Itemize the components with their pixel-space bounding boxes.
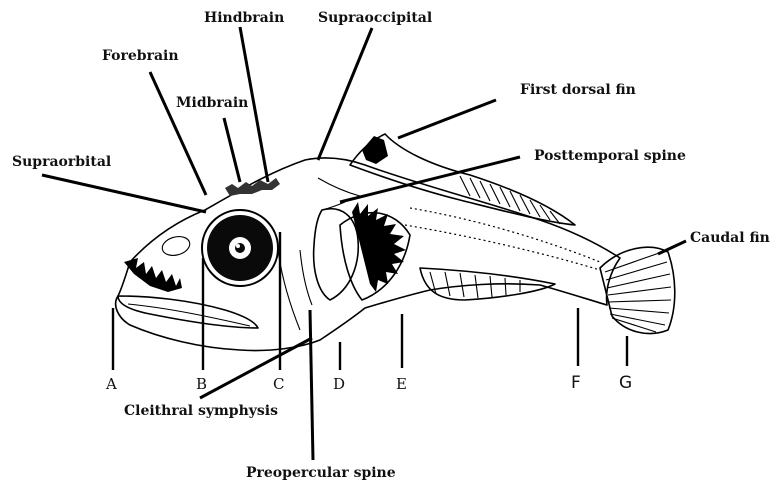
leader-first-dorsal-fin	[398, 100, 496, 138]
label-forebrain: Forebrain	[102, 48, 179, 64]
leader-cleithral-symphysis	[200, 338, 312, 398]
label-cleithral-symphysis: Cleithral symphysis	[124, 403, 278, 419]
pectoral-fin	[340, 202, 410, 300]
letter-g: G	[619, 373, 632, 393]
first-dorsal-fin-dark	[362, 136, 388, 164]
letter-c: C	[273, 375, 284, 393]
label-supraoccipital: Supraoccipital	[318, 10, 432, 26]
caudal-fin-rays	[600, 247, 675, 333]
leader-posttemporal-spine	[340, 157, 520, 202]
label-midbrain: Midbrain	[176, 95, 248, 111]
letter-labels: A B C D E F G	[105, 373, 632, 393]
leader-forebrain	[150, 72, 206, 195]
lateral-line-upper	[410, 208, 600, 262]
brain-speckle	[225, 178, 280, 196]
letter-e: E	[396, 375, 407, 393]
label-hindbrain: Hindbrain	[204, 10, 284, 26]
leader-caudal-fin	[658, 241, 686, 254]
opercle-bone	[314, 209, 359, 300]
leader-midbrain	[224, 118, 240, 182]
letter-d: D	[333, 375, 345, 393]
leader-preopercular-spine	[310, 310, 313, 460]
label-supraorbital: Supraorbital	[12, 154, 111, 170]
upper-jaw-teeth	[124, 258, 182, 292]
letter-b: B	[196, 375, 207, 393]
label-posttemporal-spine: Posttemporal spine	[534, 148, 686, 164]
letter-f: F	[571, 373, 581, 393]
label-first-dorsal-fin: First dorsal fin	[520, 82, 636, 98]
label-preopercular-spine: Preopercular spine	[246, 465, 396, 481]
leader-supraoccipital	[318, 28, 372, 160]
label-caudal-fin: Caudal fin	[690, 230, 770, 246]
fish-illustration	[116, 134, 675, 351]
eye	[202, 210, 278, 286]
letter-a: A	[105, 375, 117, 393]
nasal-opening	[160, 234, 192, 259]
leader-supraorbital	[42, 175, 206, 212]
